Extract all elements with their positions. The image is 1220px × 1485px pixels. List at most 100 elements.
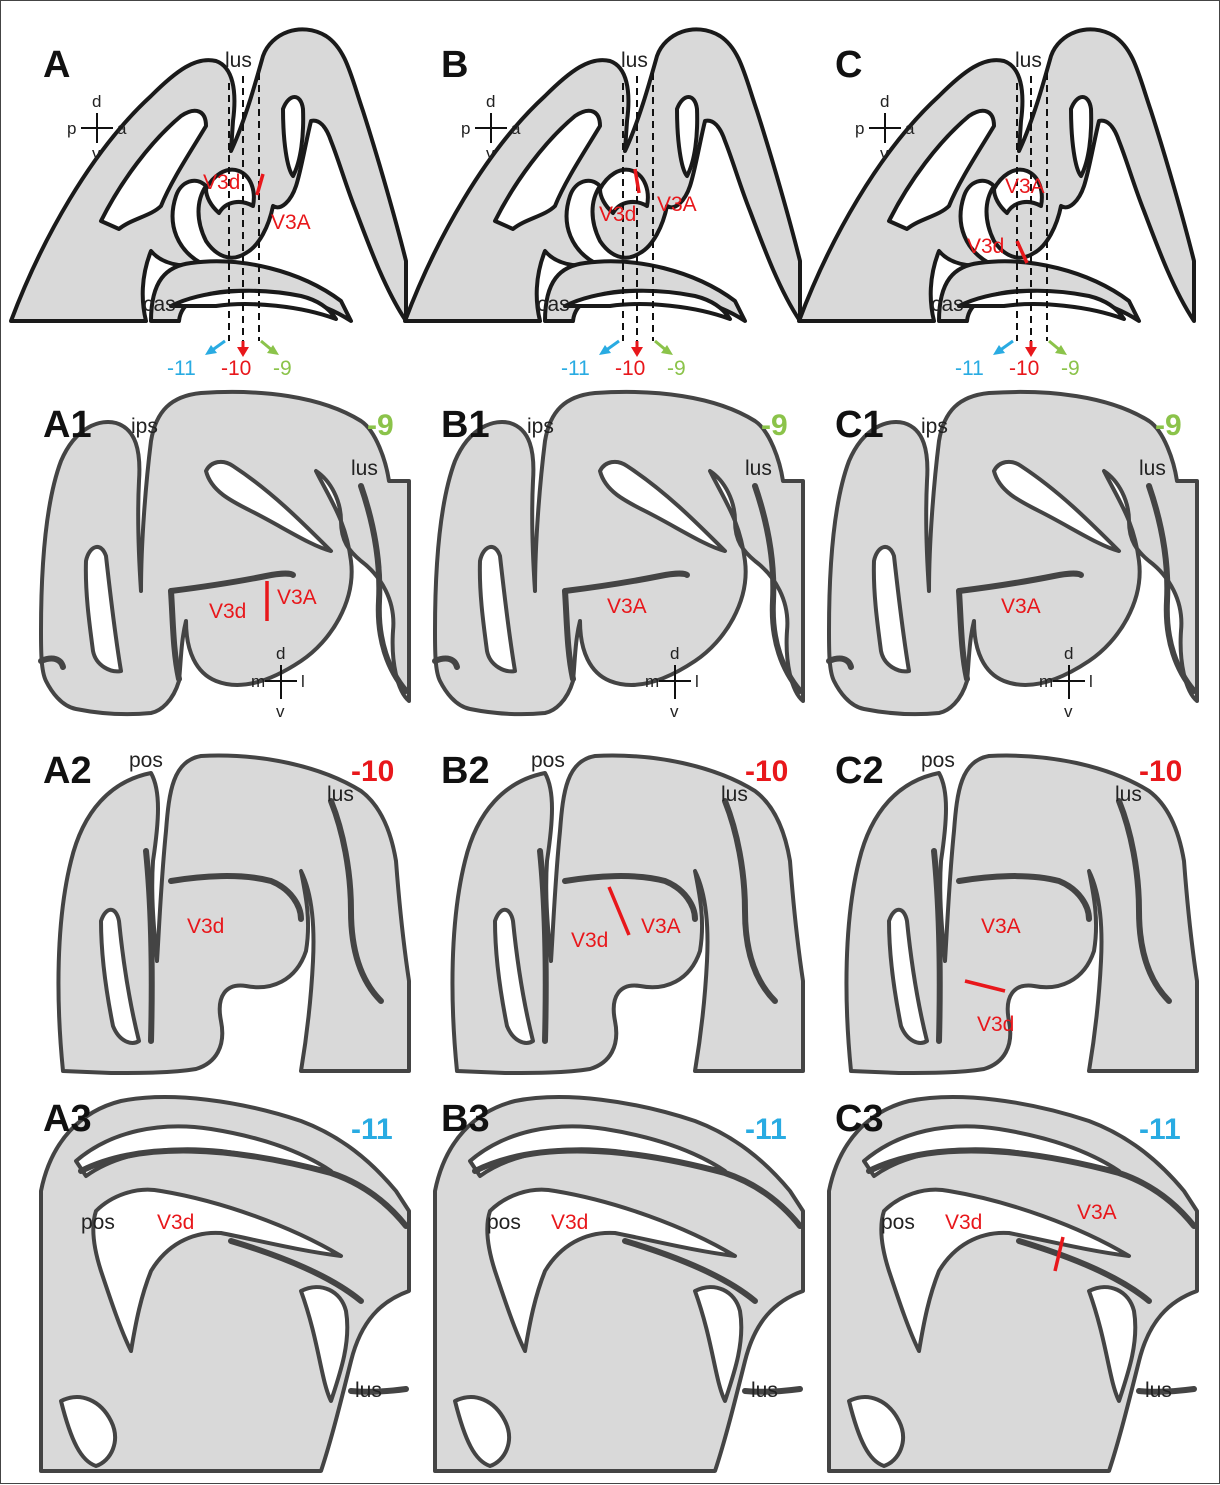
svg-text:v: v [486, 144, 495, 163]
svg-text:a: a [905, 119, 915, 138]
pos-label-C2: pos [921, 749, 955, 772]
panel-label-A3: A3 [43, 1098, 92, 1140]
svg-text:m: m [251, 672, 265, 691]
v3d-label-B3: V3d [551, 1211, 588, 1234]
v3d-label-C: V3d [967, 235, 1004, 258]
panel-label-A1: A1 [43, 404, 92, 446]
svg-text:-10: -10 [1009, 357, 1039, 380]
v3a-label-A1: V3A [277, 586, 317, 609]
panel-A2 [58, 756, 409, 1073]
panel-label-B: B [441, 44, 468, 86]
panel-C3 [829, 1097, 1197, 1471]
svg-text:m: m [1039, 672, 1053, 691]
svg-text:p: p [855, 119, 864, 138]
svg-text:v: v [276, 702, 285, 721]
lus-label-B2: lus [721, 783, 748, 806]
depth-label-C2: -10 [1139, 755, 1182, 788]
v3d-label-A3: V3d [157, 1211, 194, 1234]
svg-text:v: v [880, 144, 889, 163]
svg-text:a: a [117, 119, 127, 138]
v3d-label-B: V3d [599, 203, 636, 226]
lus-label-B1: lus [745, 457, 772, 480]
svg-text:-11: -11 [561, 357, 590, 380]
depth-label-A3: -11 [351, 1113, 393, 1146]
depth-label-C3: -11 [1139, 1113, 1181, 1146]
panel-label-B3: B3 [441, 1098, 490, 1140]
cas-label-A: cas [143, 293, 176, 316]
svg-text:-11: -11 [955, 357, 984, 380]
panel-B2 [452, 756, 803, 1073]
svg-text:-11: -11 [167, 357, 196, 380]
depth-label-C1: -9 [1155, 409, 1182, 442]
panel-label-A2: A2 [43, 750, 92, 792]
v3d-label-C3: V3d [945, 1211, 982, 1234]
svg-text:v: v [92, 144, 101, 163]
pos-label-A2: pos [129, 749, 163, 772]
panel-C1 [829, 392, 1197, 714]
panel-label-C2: C2 [835, 750, 884, 792]
svg-text:v: v [670, 702, 679, 721]
v3d-label-B2: V3d [571, 929, 608, 952]
ips-label-B1: ips [527, 415, 554, 438]
slice-arrows-A: -11 -10 -9 [167, 341, 292, 380]
svg-text:d: d [92, 92, 101, 111]
depth-label-A2: -10 [351, 755, 394, 788]
panel-label-C: C [835, 44, 862, 86]
lus-label-A3: lus [355, 1379, 382, 1402]
lus-label-A1: lus [351, 457, 378, 480]
panel-C2 [846, 756, 1197, 1073]
ips-label-C1: ips [921, 415, 948, 438]
panel-label-C1: C1 [835, 404, 884, 446]
svg-text:d: d [486, 92, 495, 111]
panel-B3 [435, 1097, 803, 1471]
svg-text:d: d [880, 92, 889, 111]
svg-text:v: v [1064, 702, 1073, 721]
lus-label-A: lus [225, 49, 252, 72]
depth-label-B1: -9 [761, 409, 788, 442]
lus-label-A2: lus [327, 783, 354, 806]
svg-text:d: d [1064, 644, 1073, 663]
depth-label-B3: -11 [745, 1113, 787, 1146]
panel-A1 [41, 392, 409, 714]
svg-text:l: l [1089, 672, 1093, 691]
lus-label-C2: lus [1115, 783, 1142, 806]
pos-label-C3: pos [881, 1211, 915, 1234]
svg-text:-10: -10 [615, 357, 645, 380]
panel-label-C3: C3 [835, 1098, 884, 1140]
v3d-label-A2: V3d [187, 915, 224, 938]
v3a-label-B1: V3A [607, 595, 647, 618]
lus-label-C3: lus [1145, 1379, 1172, 1402]
lus-label-C: lus [1015, 49, 1042, 72]
svg-text:p: p [67, 119, 76, 138]
v3d-label-A: V3d [203, 171, 240, 194]
svg-text:-9: -9 [273, 357, 292, 380]
svg-text:p: p [461, 119, 470, 138]
depth-label-A1: -9 [367, 409, 394, 442]
lus-label-B3: lus [751, 1379, 778, 1402]
pos-label-A3: pos [81, 1211, 115, 1234]
svg-text:-9: -9 [667, 357, 686, 380]
svg-text:d: d [670, 644, 679, 663]
lus-label-C1: lus [1139, 457, 1166, 480]
lus-label-B: lus [621, 49, 648, 72]
slice-arrows-C: -11 -10 -9 [955, 341, 1080, 380]
svg-text:m: m [645, 672, 659, 691]
v3a-label-C3: V3A [1077, 1201, 1117, 1224]
svg-text:-9: -9 [1061, 357, 1080, 380]
pos-label-B2: pos [531, 749, 565, 772]
svg-text:l: l [695, 672, 699, 691]
v3d-label-A1: V3d [209, 600, 246, 623]
v3d-label-C2: V3d [977, 1013, 1014, 1036]
v3a-label-B2: V3A [641, 915, 681, 938]
panel-B1 [435, 392, 803, 714]
panel-label-B2: B2 [441, 750, 490, 792]
v3a-label-A: V3A [271, 211, 311, 234]
depth-label-B2: -10 [745, 755, 788, 788]
v3a-label-C1: V3A [1001, 595, 1041, 618]
v3a-label-B: V3A [657, 193, 697, 216]
v3a-label-C2: V3A [981, 915, 1021, 938]
v3a-label-C: V3A [1005, 175, 1045, 198]
panel-A3 [41, 1097, 409, 1471]
svg-text:d: d [276, 644, 285, 663]
